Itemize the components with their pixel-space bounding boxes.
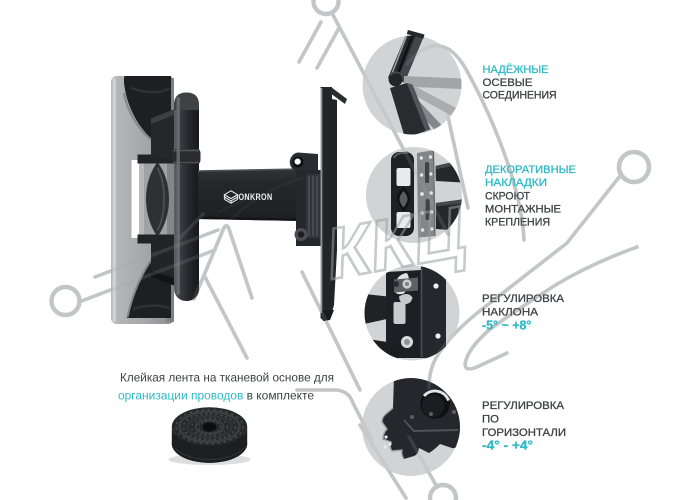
svg-text:ОСЕВЫЕ: ОСЕВЫЕ	[483, 77, 533, 89]
svg-text:ГОРИЗОНТАЛИ: ГОРИЗОНТАЛИ	[482, 427, 566, 439]
svg-text:НАДЁЖНЫЕ: НАДЁЖНЫЕ	[483, 64, 549, 76]
svg-text:Клейкая лента на тканевой осно: Клейкая лента на тканевой основе для	[120, 371, 334, 385]
svg-text:НАКЛАДКИ: НАКЛАДКИ	[485, 177, 547, 189]
svg-text:РЕГУЛИРОВКА: РЕГУЛИРОВКА	[482, 293, 565, 305]
svg-text:РЕГУЛИРОВКА: РЕГУЛИРОВКА	[482, 400, 565, 412]
svg-text:МОНТАЖНЫЕ: МОНТАЖНЫЕ	[485, 204, 561, 216]
svg-text:НАКЛОНА: НАКЛОНА	[482, 307, 539, 319]
svg-text:ONKRON: ONKRON	[239, 192, 273, 202]
svg-text:СКРОЮТ: СКРОЮТ	[485, 191, 530, 203]
svg-text:ПО: ПО	[482, 414, 499, 426]
svg-text:СОЕДИНЕНИЯ: СОЕДИНЕНИЯ	[483, 90, 557, 102]
svg-text:организации проводов в комплек: организации проводов в комплекте	[118, 389, 314, 403]
svg-text:-4° - +4°: -4° - +4°	[482, 438, 533, 453]
svg-text:-5° ~ +8°: -5° ~ +8°	[482, 318, 531, 333]
svg-text:ДЕКОРАТИВНЫЕ: ДЕКОРАТИВНЫЕ	[485, 164, 576, 176]
svg-text:КРЕПЛЕНИЯ: КРЕПЛЕНИЯ	[485, 217, 550, 229]
